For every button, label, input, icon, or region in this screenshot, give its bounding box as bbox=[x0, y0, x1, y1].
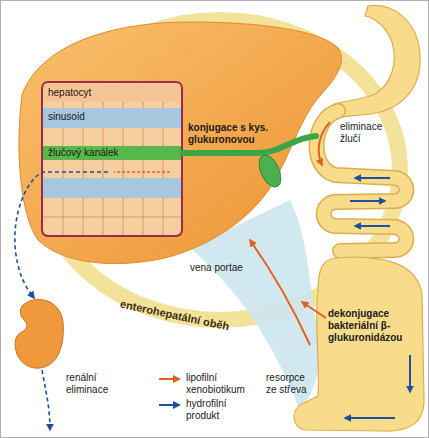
annotation-label: eliminace žlučí bbox=[340, 121, 390, 145]
legend-arrow-head bbox=[173, 401, 181, 409]
intestine-flow-arrow bbox=[350, 200, 385, 202]
small-intestine-outline bbox=[317, 111, 407, 251]
stomach bbox=[334, 5, 420, 118]
annotation-label: konjugace s kys. glukuronovou bbox=[188, 122, 292, 146]
kidney bbox=[15, 299, 63, 368]
tissue-band: žlučový kanálek bbox=[44, 146, 180, 160]
annotation-label: renální eliminace bbox=[66, 372, 121, 396]
legend-arrow bbox=[158, 373, 182, 385]
legend-arrow-shaft bbox=[159, 404, 174, 406]
colon bbox=[294, 257, 424, 431]
legend-arrow-shaft bbox=[159, 378, 174, 380]
gallbladder bbox=[255, 152, 286, 190]
band-label: sinusoid bbox=[48, 111, 85, 123]
legend-entry: lipofilní xenobiotikum bbox=[158, 372, 258, 396]
legend-label: hydrofilní produkt bbox=[186, 398, 258, 422]
sinusoid-band bbox=[43, 178, 181, 198]
annotation-label: resorpce ze střeva bbox=[266, 372, 314, 396]
legend-entry: hydrofilní produkt bbox=[158, 398, 258, 422]
resorption-arrow bbox=[250, 240, 310, 345]
renal-elimination-arrow bbox=[42, 370, 50, 430]
colon-flow-arrow bbox=[345, 417, 395, 419]
hepatocyte-grid bbox=[43, 84, 181, 235]
lipophilic-path bbox=[114, 171, 170, 173]
tissue-band: hepatocyt bbox=[44, 84, 180, 102]
intestine-flow-arrow bbox=[355, 177, 390, 179]
colon-flow-arrow bbox=[409, 355, 411, 392]
tissue-band: sinusoid bbox=[44, 108, 180, 126]
inset-ground bbox=[42, 82, 182, 236]
lobule-inset bbox=[42, 82, 182, 236]
bile-canal bbox=[43, 146, 181, 160]
liver bbox=[19, 22, 342, 264]
legend-label: lipofilní xenobiotikum bbox=[186, 372, 258, 396]
band-label: hepatocyt bbox=[48, 87, 91, 99]
renal-path-arrow bbox=[15, 172, 108, 298]
legend-arrow bbox=[158, 399, 182, 411]
small-intestine bbox=[317, 111, 407, 251]
legend-arrow-head bbox=[173, 375, 181, 383]
band-label: žlučový kanálek bbox=[48, 147, 119, 159]
sinusoid-band bbox=[43, 108, 181, 128]
annotation-label: dekonjugace bakteriální β-glukuronidázou bbox=[328, 308, 424, 344]
intestine-flow-arrow bbox=[355, 225, 390, 227]
deconjugation-arrow bbox=[302, 302, 326, 318]
annotation-label: vena portae bbox=[190, 262, 254, 274]
inset-border bbox=[42, 82, 182, 236]
bile-flow-arrow bbox=[319, 122, 330, 165]
